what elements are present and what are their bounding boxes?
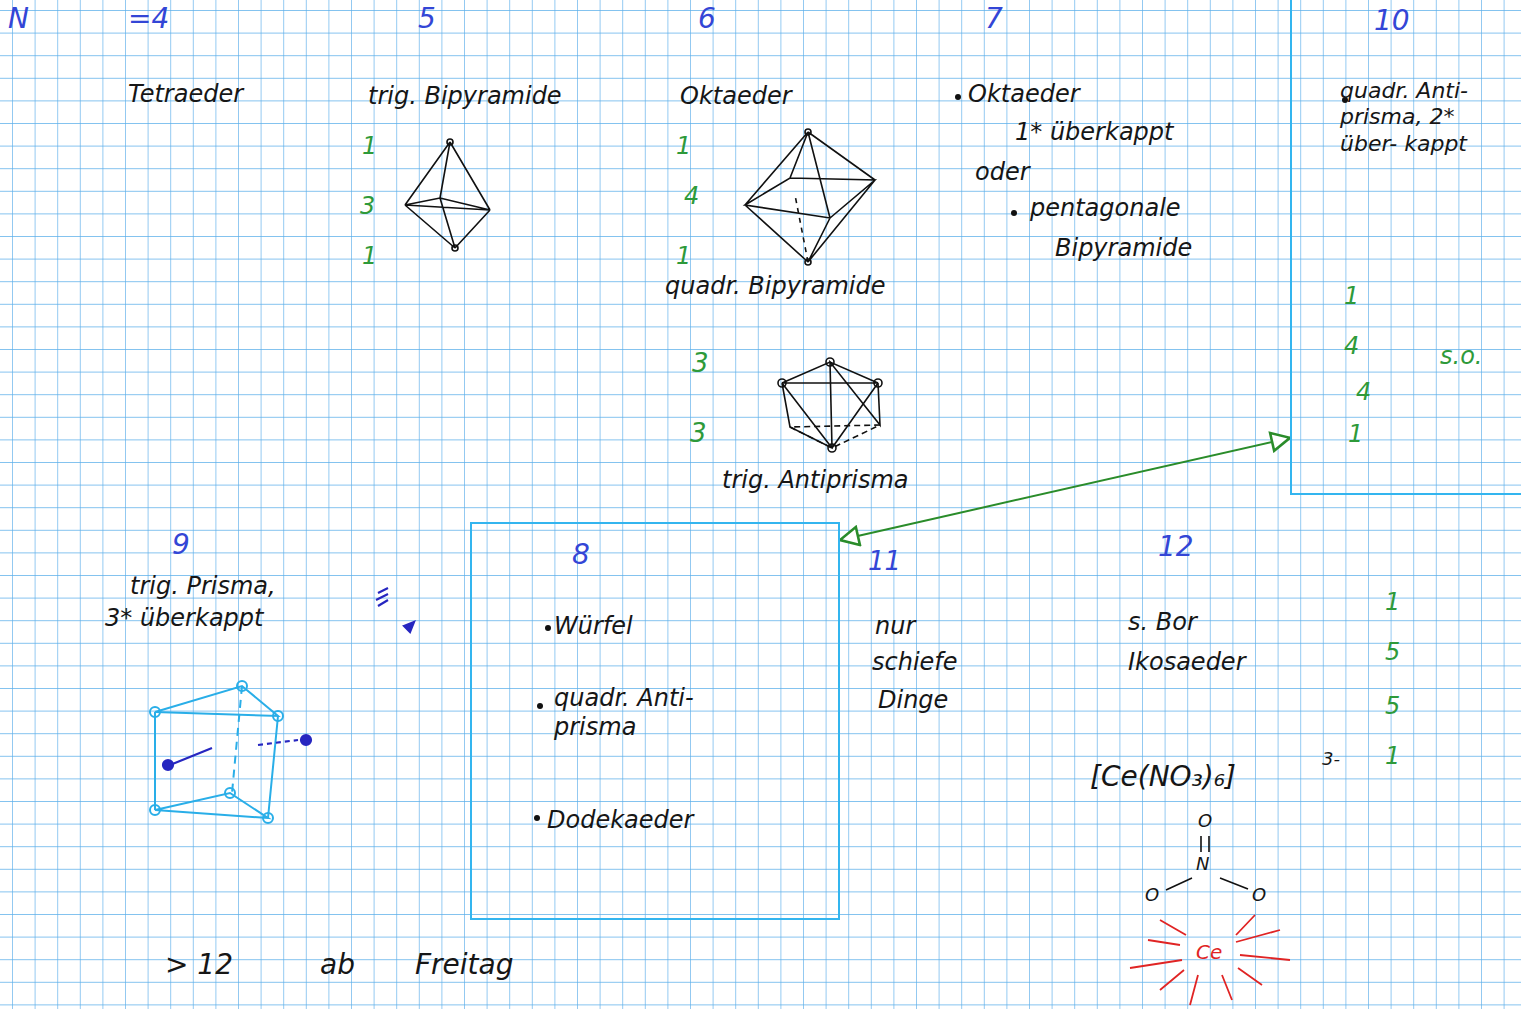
note-label: Bipyramide	[1055, 234, 1192, 263]
note-label: 3	[690, 418, 707, 449]
note-label: schiefe	[872, 648, 958, 677]
note-label: oder	[975, 158, 1030, 187]
note-label: pentagonale	[1030, 194, 1181, 223]
note-label: 3	[692, 348, 709, 379]
box-text: 4	[1344, 332, 1359, 361]
group-box: 10 quadr. Anti- prisma, 2* über- kappt 1 4 4…	[1290, 0, 1521, 495]
antiprism-sketch	[778, 358, 882, 452]
note-label: 6	[698, 2, 716, 36]
note-label: Dinge	[878, 686, 948, 715]
note-label: trig. Prisma,	[130, 572, 276, 601]
note-label: Tetraeder	[128, 80, 243, 109]
prism-sketch	[150, 681, 283, 823]
note-label: Ikosaeder	[1128, 648, 1246, 677]
note-label: =4	[128, 2, 169, 36]
box-text: quadr. Anti- prisma, 2* über- kappt	[1340, 78, 1490, 157]
note-label: > 12	[165, 948, 233, 982]
note-label: trig. Bipyramide	[368, 82, 562, 111]
note-label: 5	[418, 2, 436, 36]
octahedron-sketch	[745, 129, 875, 265]
group-box: 8Würfel quadr. Anti- prismaDodekaeder	[470, 522, 840, 920]
note-label: O	[1145, 884, 1159, 906]
bullet-dots	[534, 94, 1348, 821]
note-label: 1	[362, 132, 377, 161]
note-label: O	[1198, 810, 1212, 832]
box-text: 8	[572, 538, 590, 572]
box-text: 1	[1348, 420, 1363, 449]
note-label: N	[8, 2, 29, 36]
note-label: 9	[172, 528, 190, 562]
box-text: 10	[1374, 4, 1410, 38]
note-label: 12	[1158, 530, 1194, 564]
box-text: 1	[1344, 282, 1359, 311]
note-label: 5	[1385, 638, 1400, 667]
note-label: ab	[320, 948, 355, 982]
note-label: Oktaeder	[968, 80, 1080, 109]
note-label: 1	[362, 242, 377, 271]
note-label: [Ce(NO₃)₆]	[1090, 760, 1236, 794]
box-text: Dodekaeder	[547, 806, 693, 835]
note-label: Ce	[1196, 940, 1222, 964]
note-label: 1* überkappt	[1015, 118, 1173, 147]
nitrate-sketch	[1166, 836, 1248, 890]
note-label: N	[1196, 853, 1209, 875]
note-label: nur	[875, 612, 915, 641]
note-label: 1	[1385, 742, 1400, 771]
note-label: O	[1252, 884, 1266, 906]
box-text: 4	[1356, 378, 1371, 407]
note-label: s. Bor	[1128, 608, 1197, 637]
note-label: quadr. Bipyramide	[665, 272, 886, 301]
box-text: quadr. Anti- prisma	[554, 684, 724, 742]
note-label: 3-	[1322, 748, 1340, 770]
note-label: 1	[1385, 588, 1400, 617]
note-label: 11	[868, 546, 901, 577]
bipyramid-sketch	[405, 139, 490, 251]
note-label: trig. Antiprisma	[722, 466, 909, 495]
note-label: Oktaeder	[680, 82, 792, 111]
note-label: 4	[684, 182, 699, 211]
box-text: s.o.	[1440, 342, 1482, 371]
note-label: 3	[360, 192, 375, 221]
note-label: 7	[985, 2, 1003, 36]
note-label: Freitag	[415, 948, 514, 982]
note-label: 1	[676, 242, 691, 271]
cerium-rays	[1130, 915, 1290, 1005]
box-text: Würfel	[554, 612, 633, 641]
note-label: 3* überkappt	[105, 604, 263, 633]
note-label: 1	[676, 132, 691, 161]
note-label: 5	[1385, 692, 1400, 721]
